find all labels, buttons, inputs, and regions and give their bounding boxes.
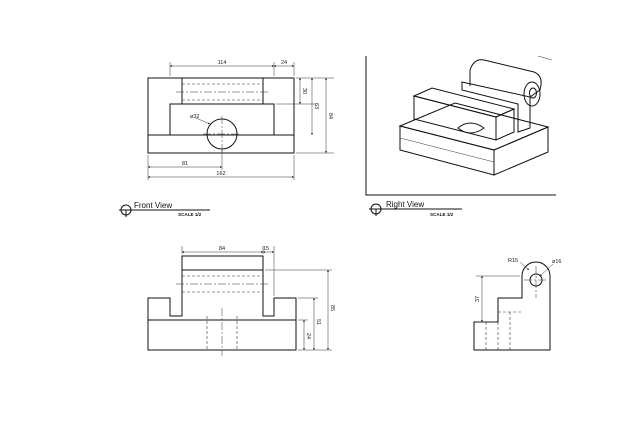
front-view-label: Front View SCALE 1/2 <box>119 201 210 217</box>
top-view: 84 15 24 51 85 <box>147 246 335 356</box>
iso-cylinder <box>469 59 542 98</box>
iso-base-top <box>398 102 550 151</box>
iso-cylinder-end <box>523 81 541 107</box>
iso-hole <box>529 87 537 99</box>
iso-step-side <box>495 108 515 141</box>
front-view: 114 24 30 63 84 ø32 81 162 Front View SC… <box>119 60 334 217</box>
dim-81: 81 <box>182 161 188 167</box>
right-view-scale: SCALE 1/2 <box>430 212 454 217</box>
right-view-title: Right View <box>386 200 424 209</box>
front-view-scale: SCALE 1/2 <box>178 212 202 217</box>
dim-30: 30 <box>301 88 307 94</box>
side-view: R15 ø16 37 <box>473 258 561 351</box>
dim-85: 85 <box>329 305 335 311</box>
iso-base-front <box>399 125 495 176</box>
side-view-outline <box>473 261 551 351</box>
dim-162: 162 <box>216 171 225 177</box>
dim-24: 24 <box>305 333 311 339</box>
iso-base-hole <box>457 122 485 134</box>
iso-base-side <box>493 126 549 176</box>
dim-r15: R15 <box>508 258 518 264</box>
right-view-label: Right View SCALE 1/2 <box>369 200 462 217</box>
dim-24: 24 <box>281 60 287 66</box>
dim-37: 37 <box>475 296 481 302</box>
dim-51: 51 <box>315 319 321 325</box>
right-view: Right View SCALE 1/2 <box>365 55 556 217</box>
dim-84: 84 <box>219 246 225 252</box>
dim-hole-32: ø32 <box>190 114 199 120</box>
dim-hole-16: ø16 <box>552 259 561 265</box>
front-view-title: Front View <box>134 201 172 210</box>
dim-63: 63 <box>313 103 319 109</box>
dim-114: 114 <box>218 60 227 66</box>
iso-step-top <box>412 87 516 118</box>
dim-15: 15 <box>263 246 269 252</box>
right-view-frame <box>365 56 556 196</box>
dim-84: 84 <box>327 113 333 119</box>
front-view-outline <box>147 77 295 154</box>
top-view-outline <box>147 255 297 351</box>
